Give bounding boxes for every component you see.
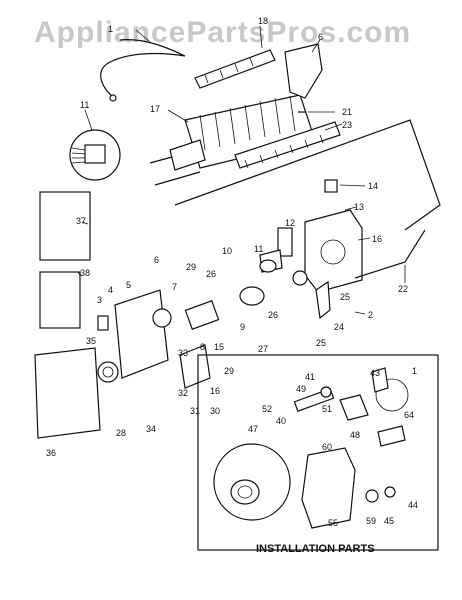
shim-part [97, 315, 109, 331]
callout-3: 3 [97, 295, 102, 305]
callout-38: 38 [80, 268, 90, 278]
callout-26b: 26 [268, 310, 278, 320]
callout-34: 34 [146, 424, 156, 434]
callout-15: 14 [368, 181, 378, 191]
callout-9: 9 [240, 322, 245, 332]
callout-44: 44 [408, 500, 418, 510]
callout-6: 6 [318, 32, 323, 42]
installation-parts-title: INSTALLATION PARTS [256, 543, 375, 555]
tubing-coil [375, 378, 409, 412]
callout-19: 1 [108, 24, 113, 34]
callout-51: 51 [322, 404, 332, 414]
callout-2: 2 [368, 310, 373, 320]
callout-22: 22 [398, 284, 408, 294]
callout-47: 47 [248, 424, 258, 434]
ferrule-part [365, 489, 379, 503]
callout-13: 12 [285, 218, 295, 228]
timing-gear [97, 361, 119, 383]
nut-part [320, 386, 332, 398]
callout-31: 31 [190, 406, 200, 416]
cam-part [184, 300, 220, 330]
callout-12: 11 [80, 100, 89, 110]
callout-64: 64 [404, 410, 414, 420]
lever-part [179, 344, 211, 389]
callout-48: 48 [350, 430, 360, 440]
callout-11: 11 [254, 244, 263, 254]
callout-59: 59 [366, 516, 376, 526]
ice-mold-assembly [149, 94, 316, 186]
callout-25: 25 [316, 338, 326, 348]
instruction-card [39, 271, 81, 329]
callout-15b: 15 [214, 342, 224, 352]
callout-32: 32 [178, 388, 188, 398]
callout-27: 27 [258, 344, 268, 354]
callout-16b: 16 [210, 386, 220, 396]
callout-60: 60 [322, 442, 332, 452]
callout-52: 52 [262, 404, 272, 414]
callout-49: 49 [296, 384, 306, 394]
callout-55: 55 [328, 518, 338, 528]
callout-10: 10 [222, 246, 232, 256]
valve-switch-part [292, 270, 308, 286]
callout-30: 30 [210, 406, 220, 416]
callout-23: 25 [340, 292, 350, 302]
callout-37: 37 [76, 216, 86, 226]
control-housing [304, 209, 426, 293]
bracket-part [284, 43, 323, 99]
bracket-clip [371, 367, 389, 393]
water-valve [301, 447, 356, 529]
cover-part [39, 191, 91, 261]
fitting-part [339, 394, 369, 421]
callout-6b: 6 [154, 255, 159, 265]
arm-part [315, 280, 331, 320]
harness-connector [109, 94, 117, 102]
watermark-text: AppliancePartsPros.com [34, 16, 412, 49]
thermostat-part [277, 227, 293, 257]
callout-14: 13 [354, 202, 364, 212]
callout-1: 1 [412, 366, 417, 376]
callout-21: 23 [342, 120, 352, 130]
callout-4: 4 [108, 285, 113, 295]
callout-24: 24 [334, 322, 344, 332]
callout-16: 16 [372, 234, 382, 244]
callout-28: 28 [116, 428, 126, 438]
washer-part [384, 486, 396, 498]
installation-parts-box [197, 354, 439, 551]
bin-cover [34, 347, 101, 439]
callout-17: 17 [150, 104, 160, 114]
callout-20: 21 [342, 107, 352, 117]
stripper-part [194, 49, 276, 89]
callout-5: 5 [126, 280, 131, 290]
callout-26: 26 [206, 269, 216, 279]
clamp-part [377, 425, 406, 447]
callout-7: 7 [172, 282, 177, 292]
callout-29: 29 [186, 262, 196, 272]
shaft-part [239, 286, 265, 306]
clip-part [324, 179, 338, 193]
callout-36: 36 [46, 448, 56, 458]
callout-45: 45 [384, 516, 394, 526]
callout-8: 8 [200, 342, 205, 352]
callout-40: 40 [276, 416, 286, 426]
callout-43: 43 [370, 368, 380, 378]
wire-harness [100, 39, 186, 97]
callout-41: 41 [305, 372, 315, 382]
callout-18: 18 [258, 16, 268, 26]
motor-part [152, 308, 172, 328]
callout-35: 35 [86, 336, 96, 346]
rake-part [234, 121, 341, 169]
callout-33: 33 [178, 348, 188, 358]
mounting-plate [114, 289, 169, 379]
housing-outline [174, 119, 441, 231]
callout-29b: 29 [224, 366, 234, 376]
spring-part [259, 259, 277, 273]
